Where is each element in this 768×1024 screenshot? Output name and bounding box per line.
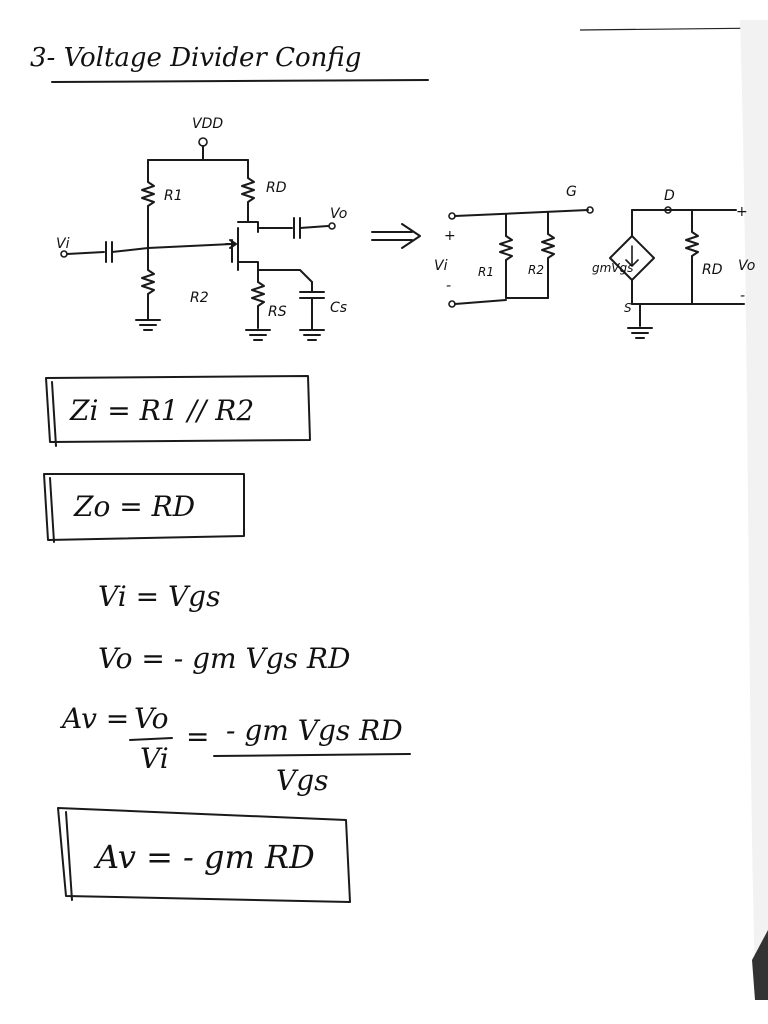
vo-label: Vo [330,206,347,222]
av-derivation: Av = Vo Vi = - gm Vgs RD Vgs [59,702,411,797]
source-label: S [624,301,632,315]
page-title: 3- Voltage Divider Config [30,43,361,73]
rs-label: RS [268,304,287,320]
vdd-label: VDD [192,116,223,132]
transform-arrow [371,223,421,249]
zi-box: Zi = R1 // R2 [45,375,311,447]
gate-label: G [566,184,577,200]
vo-equation: Vo = - gm Vgs RD [98,642,350,675]
eq-plus-right: + [736,204,748,220]
av-frac-num: Vo [134,702,169,735]
av-numerator: - gm Vgs RD [226,714,403,747]
equivalent-circuit: G + Vi - R1 R2 D + gmVgs RD Vo - S [434,184,755,339]
r2-label: R2 [190,290,209,306]
eq-minus-left: - [446,278,451,294]
av-lhs: Av = [59,702,129,735]
cs-label: Cs [330,300,347,316]
eq-minus-right: - [740,288,745,304]
zo-box: Zo = RD [43,473,245,543]
eq-r2-label: R2 [528,263,544,277]
av-result-box: Av = - gm RD [57,807,351,903]
vi-equation: Vi = Vgs [98,580,220,613]
rd-label: RD [266,180,287,196]
current-source-label: gmVgs [592,261,633,275]
av-frac-den: Vi [140,742,169,775]
voltage-divider-circuit: VDD R1 R2 Vi RD Vo RS [56,116,347,341]
r1-label: R1 [164,188,183,204]
eq-r1-label: R1 [478,265,494,279]
zo-equation: Zo = RD [73,490,195,523]
eq-plus-left: + [444,228,456,244]
page-edges [579,20,768,1000]
vi-label: Vi [56,236,70,252]
eq-vi-label: Vi [434,258,448,274]
av-result: Av = - gm RD [93,838,315,876]
av-denominator: Vgs [276,764,329,797]
av-equals: = [186,720,209,753]
eq-rd-label: RD [702,262,723,278]
title-underline [51,79,429,83]
drain-label: D [664,188,675,204]
eq-vo-label: Vo [738,258,755,274]
zi-equation: Zi = R1 // R2 [69,394,254,427]
